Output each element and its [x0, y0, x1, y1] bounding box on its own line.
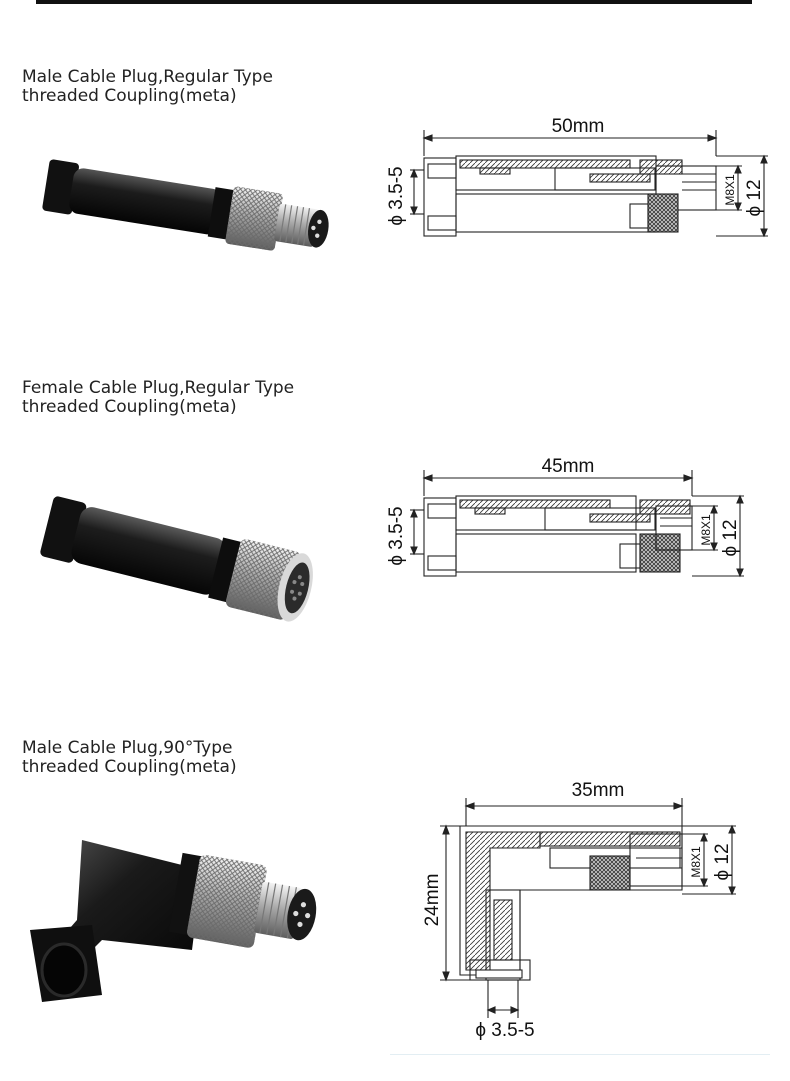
top-divider: [36, 0, 752, 4]
section-1-title: Male Cable Plug,Regular Type threaded Co…: [22, 68, 273, 106]
section-2-title: Female Cable Plug,Regular Type threaded …: [22, 379, 294, 417]
section-1-title-line1: Male Cable Plug,Regular Type: [22, 67, 273, 87]
outer-diameter-dimension: ϕ 12: [744, 179, 765, 216]
length-dimension: 35mm: [572, 780, 625, 801]
female-straight-plug-drawing: 45mm ϕ 3.5-5 M8X1 ϕ 12: [386, 456, 744, 578]
section-1-title-line2: threaded Coupling(meta): [22, 86, 237, 106]
thread-dimension: M8X1: [723, 174, 737, 206]
section-3-title: Male Cable Plug,90°Type threaded Couplin…: [22, 739, 237, 777]
length-dimension: 45mm: [542, 456, 595, 477]
thread-dimension: M8X1: [689, 846, 703, 878]
bottom-divider: [390, 1054, 770, 1055]
male-angled-plug-drawing: 35mm 24mm ϕ 3.5-5 M8X1 ϕ 12: [422, 780, 736, 1041]
height-dimension: 24mm: [422, 874, 443, 927]
male-straight-plug-photo: [42, 159, 329, 251]
male-angled-plug-photo: [30, 840, 317, 1002]
length-dimension: 50mm: [552, 116, 605, 137]
male-straight-plug-drawing: 50mm ϕ 3.5-5 M8X1 ϕ 12: [386, 116, 768, 238]
cable-diameter-dimension: ϕ 3.5-5: [475, 1020, 534, 1041]
section-3-title-line2: threaded Coupling(meta): [22, 757, 237, 777]
thread-dimension: M8X1: [699, 514, 713, 546]
outer-diameter-dimension: ϕ 12: [712, 843, 733, 880]
cable-diameter-dimension: ϕ 3.5-5: [386, 166, 407, 225]
section-3-title-line1: Male Cable Plug,90°Type: [22, 738, 233, 758]
cable-diameter-dimension: ϕ 3.5-5: [386, 506, 407, 565]
section-2-title-line2: threaded Coupling(meta): [22, 397, 237, 417]
section-2-title-line1: Female Cable Plug,Regular Type: [22, 378, 295, 398]
female-straight-plug-photo: [40, 496, 313, 622]
outer-diameter-dimension: ϕ 12: [720, 519, 741, 556]
